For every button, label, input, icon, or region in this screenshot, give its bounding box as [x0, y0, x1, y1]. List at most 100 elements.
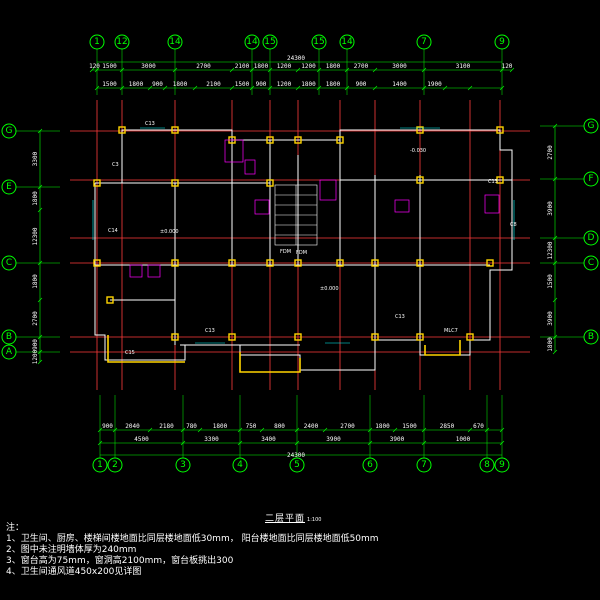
- axis-bubble-top: 14: [339, 34, 355, 50]
- column: [228, 259, 236, 267]
- dim-bottom-1: 2400: [304, 423, 319, 430]
- grid-lines: [16, 49, 584, 458]
- axis-bubble-top: 7: [416, 34, 432, 50]
- dimension-tick: [552, 176, 558, 182]
- balconies: [107, 335, 461, 373]
- dim-left: 2700: [32, 311, 39, 326]
- dimension-tick: [295, 85, 301, 91]
- dim-right: 3900: [547, 201, 554, 216]
- level-balcony: -0.030: [410, 148, 426, 154]
- axis-bubble-right: C: [583, 255, 599, 271]
- room-label: C15: [125, 350, 135, 356]
- windows: [92, 127, 515, 344]
- notes-heading: 注：: [6, 523, 25, 533]
- axis-bubble-top: 14: [167, 34, 183, 50]
- column: [171, 259, 179, 267]
- axis-bubble-bottom: 1: [92, 457, 108, 473]
- column: [496, 176, 504, 184]
- dimension-tick: [237, 427, 243, 433]
- column: [416, 126, 424, 134]
- svg-text:15: 15: [313, 37, 324, 47]
- svg-text:F: F: [588, 174, 593, 184]
- dim-right: 12300: [547, 241, 554, 259]
- dim-top-1: 2700: [354, 63, 369, 70]
- dimension-tick: [552, 297, 558, 303]
- dimension-tick: [344, 85, 350, 91]
- dimension-tick: [509, 67, 515, 73]
- room-label: C13: [488, 179, 498, 185]
- level-living-left: ±0.000: [160, 229, 179, 235]
- column: [171, 126, 179, 134]
- column: [416, 333, 424, 341]
- dim-right: 2700: [547, 145, 554, 160]
- column: [106, 296, 114, 304]
- building-outline: [94, 129, 513, 371]
- dimension-tick: [94, 67, 100, 73]
- column: [371, 333, 379, 341]
- dim-top-1: 2700: [196, 63, 211, 70]
- column: [294, 136, 302, 144]
- dim-top-1: 1800: [326, 63, 341, 70]
- axis-bubble-top: 14: [244, 34, 260, 50]
- room-label: C13: [395, 314, 405, 320]
- svg-text:6: 6: [367, 460, 373, 470]
- axis-bubble-top: 15: [262, 34, 278, 50]
- dim-bottom-total: 24300: [287, 452, 305, 459]
- dimension-tick: [112, 427, 118, 433]
- dimension-tick: [499, 67, 505, 73]
- dimension-tick: [147, 427, 153, 433]
- axis-bubble-left: G: [1, 123, 17, 139]
- dim-bottom-1: 2040: [125, 423, 140, 430]
- dim-top-total: 24300: [287, 55, 305, 62]
- room-label: C14: [108, 228, 118, 234]
- column: [266, 136, 274, 144]
- svg-text:D: D: [588, 233, 595, 243]
- svg-text:C: C: [6, 258, 12, 268]
- dim-bottom-1: 2180: [159, 423, 174, 430]
- note-1: 1、卫生间、厨房、楼梯间楼地面比同层楼地面低30mm， 阳台楼地面比同层楼地面低…: [6, 534, 379, 544]
- dim-bottom-2: 3900: [326, 436, 341, 443]
- dim-top-1: 3100: [456, 63, 471, 70]
- dim-top-2: 1800: [326, 81, 341, 88]
- dim-bottom-2: 4500: [134, 436, 149, 443]
- dimension-tick: [249, 85, 255, 91]
- dim-top-1: 2100: [235, 63, 250, 70]
- dim-bottom-1: 1800: [375, 423, 390, 430]
- dim-bottom-1: 1800: [213, 423, 228, 430]
- dimension-tick: [294, 427, 300, 433]
- dim-right: 1500: [547, 274, 554, 289]
- stairwell: [274, 184, 318, 246]
- dimension-tick: [316, 85, 322, 91]
- column: [336, 259, 344, 267]
- dimension-tick: [392, 427, 398, 433]
- column: [416, 176, 424, 184]
- dimension-tick: [259, 427, 265, 433]
- axis-bubble-bottom: 7: [416, 457, 432, 473]
- axis-bubble-bottom: 2: [107, 457, 123, 473]
- svg-text:9: 9: [499, 37, 505, 47]
- dimension-tick: [367, 427, 373, 433]
- svg-text:9: 9: [499, 460, 505, 470]
- dimension-tick: [37, 334, 43, 340]
- room-label: C8: [510, 222, 517, 228]
- dim-top-2: 1800: [129, 81, 144, 88]
- dimension-tick: [119, 85, 125, 91]
- dim-top-1: 3000: [392, 63, 407, 70]
- dim-bottom-1: 670: [473, 423, 484, 430]
- dimension-tick: [172, 67, 178, 73]
- axis-bubble-bottom: 9: [494, 457, 510, 473]
- dimension-tick: [316, 67, 322, 73]
- axis-bubble-bottom: 3: [175, 457, 191, 473]
- dim-top-1: 1500: [102, 63, 117, 70]
- axis-bubble-bottom: 6: [362, 457, 378, 473]
- dim-top-2: 900: [152, 81, 163, 88]
- axis-bubble-top: 9: [494, 34, 510, 50]
- dimension-tick: [421, 440, 427, 446]
- axis-bubble-top: 1: [89, 34, 105, 50]
- room-label: FDM: [280, 249, 291, 255]
- svg-text:14: 14: [169, 37, 181, 47]
